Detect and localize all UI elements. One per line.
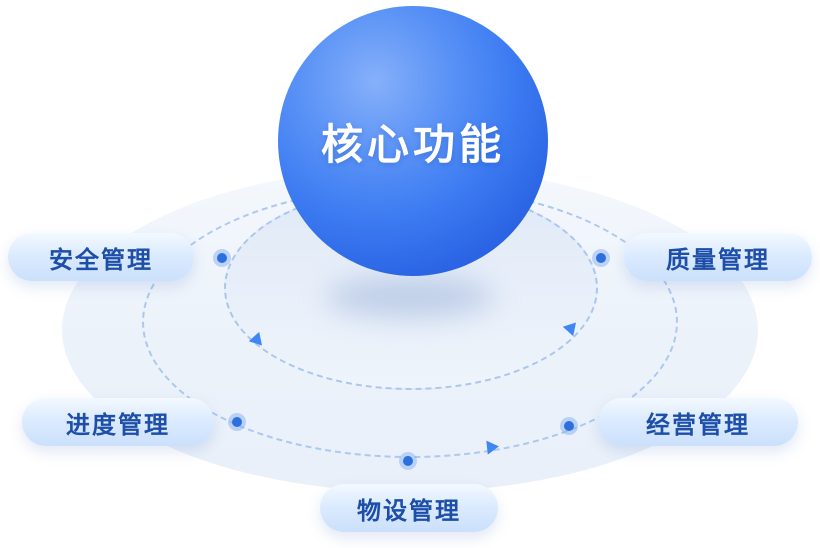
orbit-dot-progress (228, 413, 246, 431)
orbit-dot-safety (213, 249, 231, 267)
core-sphere: 核心功能 (278, 6, 548, 276)
feature-pill-operations: 经营管理 (598, 398, 798, 446)
feature-pill-label: 物设管理 (357, 497, 461, 525)
feature-pill-safety: 安全管理 (8, 233, 194, 281)
feature-pill-label: 进度管理 (66, 411, 170, 439)
feature-pill-label: 质量管理 (666, 246, 770, 274)
feature-pill-label: 安全管理 (49, 246, 153, 274)
feature-pill-materials: 物设管理 (320, 484, 498, 532)
feature-pill-progress: 进度管理 (22, 398, 214, 446)
feature-pill-label: 经营管理 (646, 411, 750, 439)
orbit-dot-materials (399, 452, 417, 470)
sphere-shadow (325, 276, 495, 318)
orbit-direction-arrow-icon (486, 439, 500, 455)
orbit-dot-quality (592, 249, 610, 267)
feature-pill-quality: 质量管理 (624, 233, 812, 281)
core-sphere-label: 核心功能 (320, 120, 505, 168)
orbit-dot-operations (560, 417, 578, 435)
